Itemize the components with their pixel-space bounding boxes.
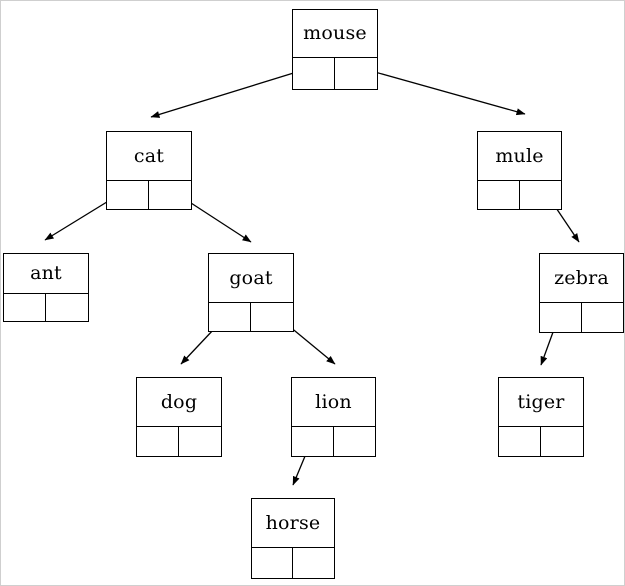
right-pointer-cell[interactable] xyxy=(582,303,624,332)
tree-node-label: cat xyxy=(133,144,165,167)
tree-node-goat[interactable]: goat xyxy=(208,253,294,332)
tree-node-lion[interactable]: lion xyxy=(291,377,376,457)
right-pointer-cell[interactable] xyxy=(251,303,293,331)
tree-node-pointer-row xyxy=(4,293,88,321)
tree-node-label: tiger xyxy=(517,390,565,413)
tree-node-ant[interactable]: ant xyxy=(3,253,89,322)
tree-edge-mouse-cat xyxy=(150,66,314,118)
left-pointer-cell[interactable] xyxy=(252,548,293,578)
right-pointer-cell[interactable] xyxy=(334,427,376,456)
tree-node-pointer-row xyxy=(107,180,191,209)
right-pointer-cell[interactable] xyxy=(335,58,377,89)
tree-node-pointer-row xyxy=(540,302,623,332)
right-pointer-cell[interactable] xyxy=(293,548,334,578)
right-pointer-cell[interactable] xyxy=(149,181,191,209)
tree-node-mule[interactable]: mule xyxy=(477,131,562,210)
tree-node-label: dog xyxy=(160,390,198,413)
tree-node-label: ant xyxy=(30,262,62,284)
right-pointer-cell[interactable] xyxy=(520,181,562,209)
tree-node-pointer-row xyxy=(478,180,561,209)
tree-node-label: zebra xyxy=(554,266,609,289)
right-pointer-cell[interactable] xyxy=(179,427,221,456)
left-pointer-cell[interactable] xyxy=(478,181,520,209)
left-pointer-cell[interactable] xyxy=(499,427,541,456)
tree-edge-mouse-mule xyxy=(356,66,526,116)
tree-node-label: horse xyxy=(265,511,321,534)
tree-node-label: mule xyxy=(495,144,544,167)
tree-node-cat[interactable]: cat xyxy=(106,131,192,210)
left-pointer-cell[interactable] xyxy=(107,181,149,209)
tree-node-label: mouse xyxy=(303,22,367,44)
left-pointer-cell[interactable] xyxy=(209,303,251,331)
right-pointer-cell[interactable] xyxy=(46,294,88,321)
tree-node-label: goat xyxy=(229,266,273,289)
left-pointer-cell[interactable] xyxy=(137,427,179,456)
tree-node-pointer-row xyxy=(499,426,583,456)
tree-node-label: lion xyxy=(315,390,352,413)
tree-node-pointer-row xyxy=(252,547,334,578)
tree-node-pointer-row xyxy=(209,302,293,331)
tree-node-pointer-row xyxy=(292,426,375,456)
left-pointer-cell[interactable] xyxy=(4,294,46,321)
left-pointer-cell[interactable] xyxy=(293,58,335,89)
tree-node-dog[interactable]: dog xyxy=(136,377,222,457)
tree-node-mouse[interactable]: mouse xyxy=(292,9,378,90)
tree-node-tiger[interactable]: tiger xyxy=(498,377,584,457)
tree-node-pointer-row xyxy=(293,57,377,89)
tree-node-horse[interactable]: horse xyxy=(251,498,335,579)
right-pointer-cell[interactable] xyxy=(541,427,583,456)
left-pointer-cell[interactable] xyxy=(292,427,334,456)
left-pointer-cell[interactable] xyxy=(540,303,582,332)
tree-node-pointer-row xyxy=(137,426,221,456)
tree-node-zebra[interactable]: zebra xyxy=(539,253,624,333)
